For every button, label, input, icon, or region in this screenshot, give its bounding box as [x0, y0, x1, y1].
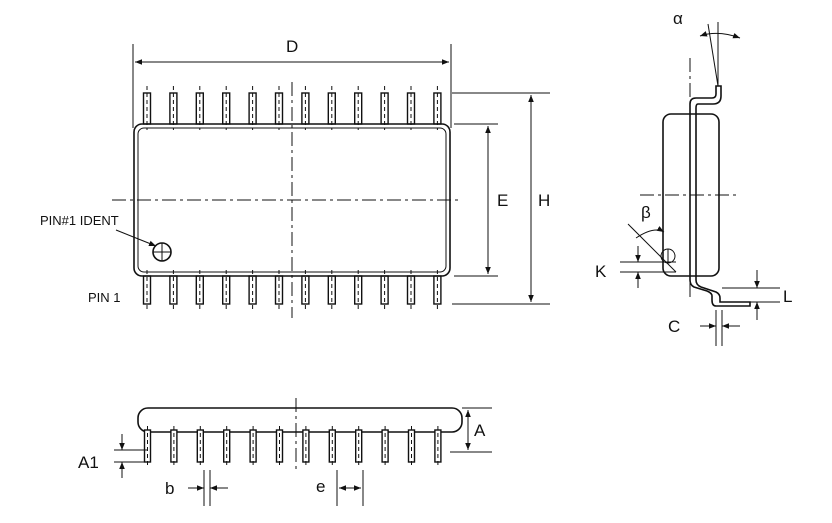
beta-arc: [635, 226, 665, 239]
dim-L-label: L: [783, 287, 792, 306]
front-view-pins: [143, 426, 442, 468]
dim-D-label: D: [286, 37, 298, 56]
front-view: A A1 b e: [78, 398, 492, 506]
pin1-ident-leader: [115, 229, 157, 247]
top-pins-lower: [142, 270, 442, 312]
dim-e-label: e: [316, 477, 325, 496]
beta-label: β: [641, 203, 651, 222]
dim-A1-label: A1: [78, 453, 99, 472]
top-view: PIN#1 IDENT PIN 1 D E H: [40, 37, 550, 318]
alpha-arc: [699, 31, 741, 39]
alpha-label: α: [673, 9, 683, 28]
beta-chamfer-line: [627, 223, 677, 273]
front-view-body: [137, 407, 463, 433]
end-view-lead: [689, 85, 751, 307]
end-view: α β K L C: [595, 9, 792, 346]
pin1-label: PIN 1: [88, 290, 121, 305]
dim-C-label: C: [668, 317, 680, 336]
dim-E-label: E: [497, 191, 508, 210]
dim-A-label: A: [474, 421, 486, 440]
dim-b-label: b: [165, 479, 174, 498]
dim-K-label: K: [595, 262, 607, 281]
pin1-ident-label: PIN#1 IDENT: [40, 213, 119, 228]
dim-H-label: H: [538, 191, 550, 210]
